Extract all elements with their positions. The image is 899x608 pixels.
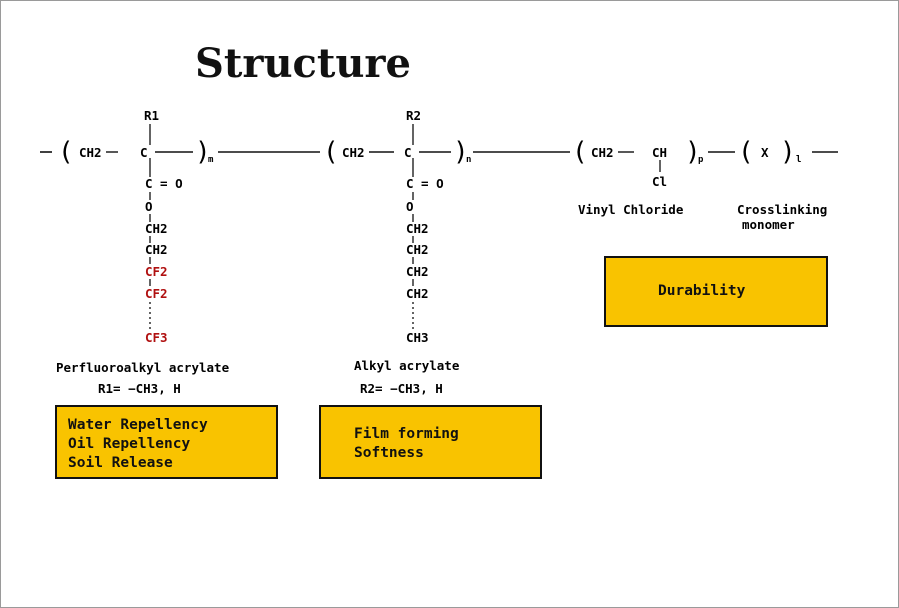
unit1-chain-3: CF2 — [145, 286, 168, 301]
box2-line-2: Softness — [354, 445, 424, 461]
unit3-ch: CH — [652, 145, 667, 160]
unit2-chain-2: CH2 — [406, 264, 429, 279]
bracket-close: ) — [453, 137, 469, 167]
box1-line-2: Oil Repellency — [68, 436, 191, 452]
unit4-x: X — [761, 145, 769, 160]
unit1-chain-1: CH2 — [145, 242, 168, 257]
unit3-vinyl-chloride: ( CH2 CH ) p Cl Vinyl Chloride — [572, 137, 704, 217]
unit1-r-group: R1 — [144, 108, 159, 123]
unit1-chain-0: CH2 — [145, 221, 168, 236]
unit2-chain-1: CH2 — [406, 242, 429, 257]
unit3-ch2: CH2 — [591, 145, 614, 160]
unit1-name: Perfluoroalkyl acrylate — [56, 360, 230, 375]
bracket-open: ( — [738, 137, 754, 167]
box1-line-3: Soil Release — [68, 455, 173, 471]
property-box-vinyl: Durability — [604, 256, 828, 327]
bracket-open: ( — [323, 137, 339, 167]
unit1-r-def: R1= −CH3, H — [98, 381, 181, 396]
unit2-c: C — [404, 145, 412, 160]
page-title: Structure — [195, 40, 411, 87]
unit3-name: Vinyl Chloride — [578, 202, 684, 217]
bracket-open: ( — [58, 137, 74, 167]
unit1-chain-2: CF2 — [145, 264, 168, 279]
unit2-r-def: R2= −CH3, H — [360, 381, 443, 396]
unit2-end: CH3 — [406, 330, 429, 345]
unit1-subscript: m — [208, 155, 214, 165]
unit1-end: CF3 — [145, 330, 168, 345]
bracket-close: ) — [195, 137, 211, 167]
unit2-oxygen: O — [406, 199, 414, 214]
unit3-subscript: p — [698, 155, 704, 165]
unit1-carbonyl: C = O — [145, 176, 183, 191]
unit2-ch2: CH2 — [342, 145, 365, 160]
unit2-chain-0: CH2 — [406, 221, 429, 236]
bracket-close: ) — [685, 137, 701, 167]
property-box-fluoro: Water Repellency Oil Repellency Soil Rel… — [55, 405, 278, 479]
unit1-ch2: CH2 — [79, 145, 102, 160]
unit2-chain-3: CH2 — [406, 286, 429, 301]
unit2-carbonyl: C = O — [406, 176, 444, 191]
box3-line-1: Durability — [658, 283, 746, 299]
unit1-perfluoroalkyl-acrylate: ( CH2 C ) m R1 C = O O CH2 CH2 CF2 CF2 C… — [56, 108, 230, 396]
unit1-c: C — [140, 145, 148, 160]
unit1-oxygen: O — [145, 199, 153, 214]
unit3-substituent: Cl — [652, 174, 667, 189]
property-box-alkyl: Film forming Softness — [319, 405, 542, 479]
unit2-subscript: n — [466, 155, 471, 165]
unit4-crosslinking-monomer: ( X ) l Crosslinking monomer — [737, 137, 827, 232]
unit2-name: Alkyl acrylate — [354, 358, 460, 373]
box2-line-1: Film forming — [354, 426, 459, 442]
unit2-r-group: R2 — [406, 108, 421, 123]
box1-line-1: Water Repellency — [68, 417, 208, 433]
bracket-open: ( — [572, 137, 588, 167]
unit2-alkyl-acrylate: ( CH2 C ) n R2 C = O O CH2 CH2 CH2 CH2 C… — [323, 108, 471, 396]
unit4-subscript: l — [796, 155, 801, 165]
unit4-name-line-1: Crosslinking — [737, 202, 827, 217]
bracket-close: ) — [780, 137, 796, 167]
unit4-name-line-2: monomer — [742, 217, 795, 232]
